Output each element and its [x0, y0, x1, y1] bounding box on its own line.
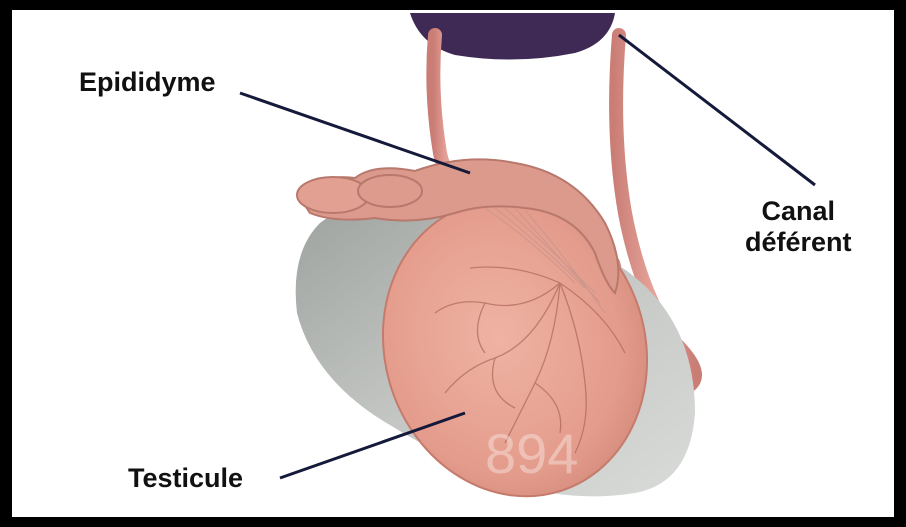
label-canal-deferent: Canal déférent — [745, 196, 852, 258]
watermark-text: 894 — [485, 422, 578, 485]
label-canal-line1: Canal — [745, 196, 852, 227]
epididymis-mid-lobe — [358, 175, 422, 207]
label-epididyme: Epididyme — [79, 67, 216, 98]
label-canal-line2: déférent — [745, 227, 852, 258]
diagram-panel: 894 Epididyme Canal déférent Testicule — [12, 10, 894, 517]
leader-line-canal — [619, 35, 815, 185]
label-testicule: Testicule — [128, 463, 243, 494]
